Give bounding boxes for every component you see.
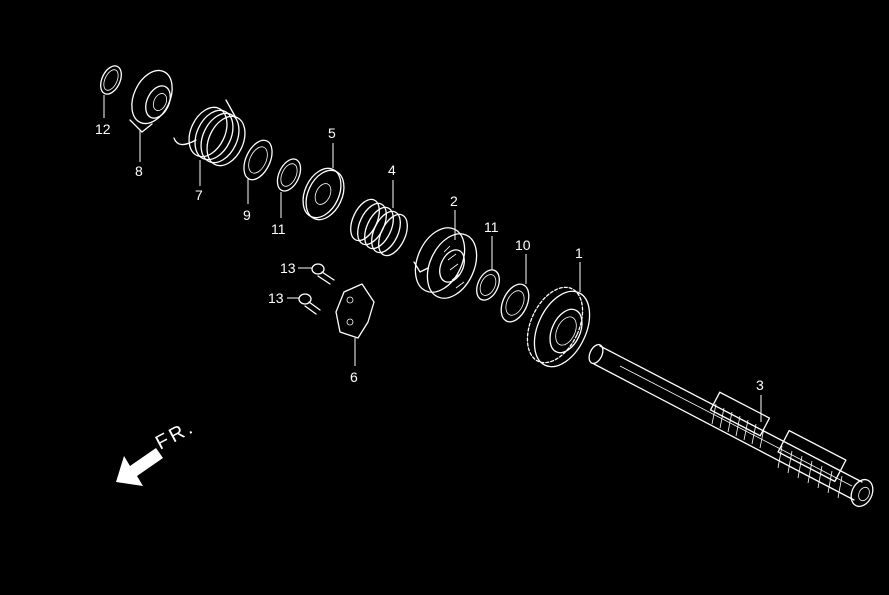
callout-13-lower: 13: [268, 290, 284, 306]
part-11-circlip-lower: [476, 236, 500, 301]
callout-9: 9: [243, 207, 251, 223]
callout-12: 12: [95, 121, 111, 137]
part-11-circlip-upper: [276, 158, 302, 218]
callout-13-upper: 13: [280, 260, 296, 276]
part-5-washer: [302, 143, 345, 221]
part-9-washer: [243, 139, 273, 204]
callout-5: 5: [328, 125, 336, 141]
front-direction-label: FR.: [152, 416, 199, 455]
part-3-spindle: [588, 343, 874, 508]
part-13-bolt-upper: [298, 263, 335, 285]
part-7-spring: [173, 99, 246, 186]
part-1-gear: [526, 262, 591, 368]
front-direction-arrow-icon: [116, 448, 163, 486]
callout-7: 7: [195, 187, 203, 203]
part-6-plate: [335, 283, 375, 366]
part-12-circlip: [100, 65, 122, 118]
part-10-washer: [500, 254, 530, 323]
callout-11-lower: 11: [484, 219, 499, 235]
callout-10: 10: [515, 237, 531, 253]
part-4-spring: [350, 180, 408, 257]
callout-1: 1: [575, 245, 583, 261]
part-13-bolt-lower: [287, 293, 321, 315]
callout-6: 6: [350, 369, 358, 385]
part-2-ratchet: [413, 210, 478, 299]
callout-3: 3: [756, 377, 764, 393]
callout-2: 2: [450, 193, 458, 209]
part-8-guide: [129, 69, 173, 162]
callout-4: 4: [388, 162, 396, 178]
callout-11-upper: 11: [271, 221, 286, 237]
callout-8: 8: [135, 163, 143, 179]
